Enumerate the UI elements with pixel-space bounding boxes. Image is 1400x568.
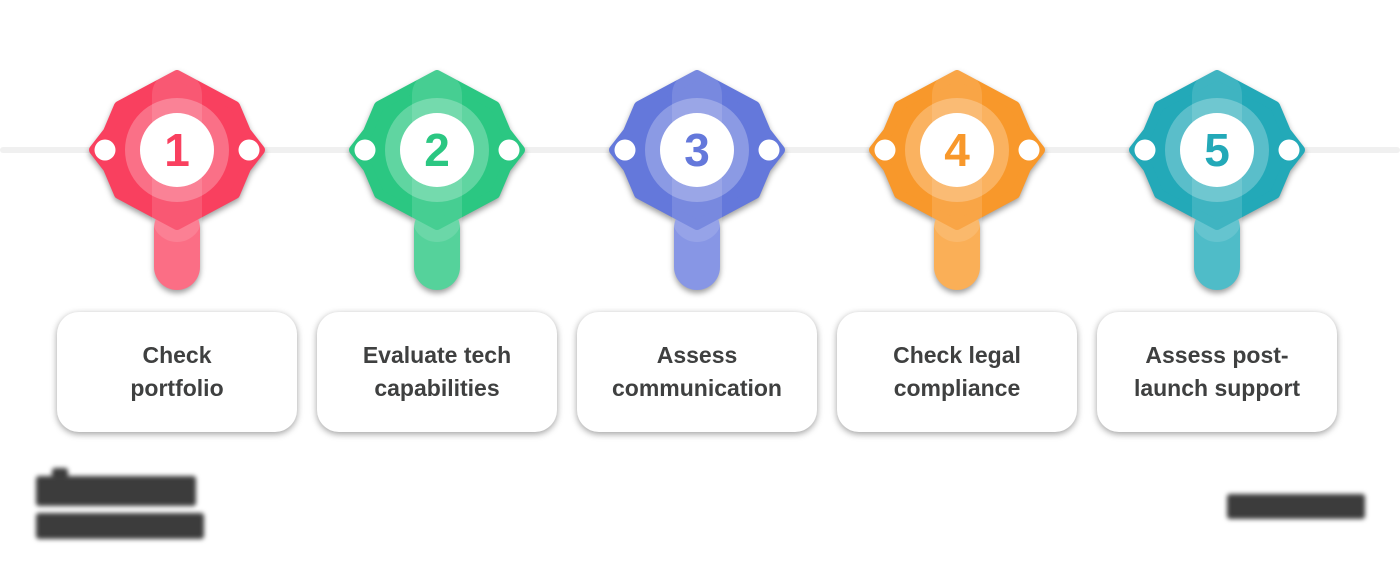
badge-stem: [1194, 205, 1240, 290]
badge-number-circle: [660, 113, 734, 187]
step-1-card: Check portfolio: [57, 312, 297, 432]
step-3-label: Assess communication: [612, 342, 782, 401]
step-4-marker: 4: [869, 70, 1045, 290]
badge-number-circle: [920, 113, 994, 187]
step-3-marker: 3: [609, 70, 785, 290]
badge-stem: [674, 205, 720, 290]
badge-number: 1: [164, 124, 190, 176]
badge-number-circle: [1180, 113, 1254, 187]
watermark-right-line: [1227, 494, 1365, 519]
step-1-label: Check portfolio: [130, 342, 224, 401]
step-2-label: Evaluate tech capabilities: [362, 342, 512, 401]
watermark-right: [1227, 494, 1367, 520]
step-2-marker: 2: [349, 70, 525, 290]
connector-dot-right: [1278, 139, 1300, 161]
badge-number: 2: [424, 124, 450, 176]
badge-number: 4: [944, 124, 970, 176]
step-3-card: Assess communication: [577, 312, 817, 432]
badge-stem: [934, 205, 980, 290]
badge-number: 5: [1204, 124, 1230, 176]
connector-dot-right: [498, 139, 520, 161]
step-4-card: Check legal compliance: [837, 312, 1077, 432]
badge-stem: [154, 205, 200, 290]
step-2-card: Evaluate tech capabilities: [317, 312, 557, 432]
badge-number-circle: [140, 113, 214, 187]
connector-dot-left: [874, 139, 896, 161]
step-4-label: Check legal compliance: [893, 342, 1021, 401]
watermark-left: [36, 468, 216, 542]
connector-dot-left: [1134, 139, 1156, 161]
step-5-label: Assess post- launch support: [1133, 342, 1301, 401]
badge-stem: [414, 205, 460, 290]
connector-dot-right: [758, 139, 780, 161]
step-5-marker: 5: [1129, 70, 1305, 290]
badge-number-circle: [400, 113, 474, 187]
badge-number: 3: [684, 124, 710, 176]
watermark-left-line-2: [36, 513, 204, 539]
connector-dot-left: [614, 139, 636, 161]
step-5-card: Assess post- launch support: [1097, 312, 1337, 432]
connector-dot-right: [1018, 139, 1040, 161]
connector-dot-left: [94, 139, 116, 161]
connector-dot-right: [238, 139, 260, 161]
watermark-left-line-1: [36, 476, 196, 506]
connector-dot-left: [354, 139, 376, 161]
step-1-marker: 1: [89, 70, 265, 290]
